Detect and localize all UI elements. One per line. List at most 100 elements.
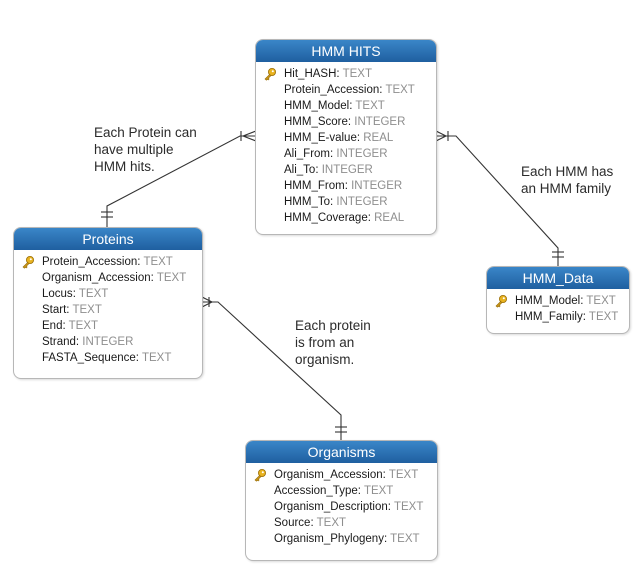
field-name: HMM_Model (284, 100, 350, 112)
field-name: HMM_To (284, 196, 331, 208)
field-type: TEXT (68, 320, 99, 332)
entity-title: Proteins (14, 228, 202, 250)
field-row[interactable]: HMM_Model: TEXT (487, 293, 629, 309)
field-name: Locus (42, 288, 73, 300)
field-row[interactable]: Organism_Accession: TEXT (246, 467, 437, 483)
field-row[interactable]: HMM_Score: INTEGER (256, 114, 436, 130)
field-name: HMM_Score (284, 116, 348, 128)
field-type: INTEGER (321, 164, 373, 176)
field-separator: : (382, 469, 389, 481)
field-name: Protein_Accession (284, 84, 380, 96)
field-separator: : (315, 164, 322, 176)
primary-key-icon (263, 67, 277, 81)
field-type: INTEGER (336, 196, 388, 208)
note-protein-hits: Each Protein can have multiple HMM hits. (94, 124, 197, 175)
field-row[interactable]: Organism_Description: TEXT (246, 499, 437, 515)
field-separator: : (387, 501, 394, 513)
field-row[interactable]: HMM_From: INTEGER (256, 178, 436, 194)
field-row[interactable]: FASTA_Sequence: TEXT (14, 350, 202, 366)
field-name: Organism_Description (274, 501, 388, 513)
field-type: TEXT (586, 295, 616, 307)
field-row[interactable]: Protein_Accession: TEXT (256, 82, 436, 98)
field-separator: : (336, 68, 343, 80)
field-separator: : (582, 311, 589, 323)
field-row[interactable]: Start: TEXT (14, 302, 202, 318)
field-name: Ali_To (284, 164, 316, 176)
field-separator: : (72, 288, 79, 300)
field-type: TEXT (78, 288, 109, 300)
field-name: Hit_HASH (284, 68, 337, 80)
note-hmm-family: Each HMM has an HMM family (521, 163, 613, 197)
field-name: Protein_Accession (42, 256, 138, 268)
field-type: REAL (374, 212, 405, 224)
entity-title: Organisms (246, 441, 437, 463)
field-name: HMM_Coverage (284, 212, 368, 224)
field-type: TEXT (143, 256, 173, 268)
field-name: HMM_Model (515, 295, 581, 307)
field-separator: : (135, 352, 142, 364)
note-line: is from an (295, 335, 355, 350)
field-type: INTEGER (82, 336, 134, 348)
field-separator: : (347, 116, 355, 128)
field-row[interactable]: HMM_Model: TEXT (256, 98, 436, 114)
field-type: TEXT (156, 272, 187, 284)
field-row[interactable]: Ali_To: INTEGER (256, 162, 436, 178)
note-line: Each protein (295, 318, 371, 333)
field-name: Accession_Type (274, 485, 358, 497)
field-name: Organism_Phylogeny (274, 533, 384, 545)
field-row[interactable]: Ali_From: INTEGER (256, 146, 436, 162)
field-row[interactable]: HMM_Coverage: REAL (256, 210, 436, 226)
field-separator: : (344, 180, 352, 192)
field-separator: : (357, 485, 364, 497)
field-row[interactable]: End: TEXT (14, 318, 202, 334)
field-separator: : (150, 272, 157, 284)
field-type: TEXT (390, 533, 420, 545)
field-separator: : (75, 336, 83, 348)
field-separator: : (383, 533, 391, 545)
field-row[interactable]: Source: TEXT (246, 515, 437, 531)
field-separator: : (349, 100, 356, 112)
field-separator: : (137, 256, 144, 268)
note-line: an HMM family (521, 181, 612, 196)
note-protein-organism: Each protein is from an organism. (295, 317, 371, 368)
field-row[interactable]: HMM_To: INTEGER (256, 194, 436, 210)
field-row[interactable]: Protein_Accession: TEXT (14, 254, 202, 270)
field-name: HMM_From (284, 180, 345, 192)
field-type: TEXT (588, 311, 619, 323)
primary-key-icon (494, 294, 508, 308)
field-name: HMM_Family (515, 311, 583, 323)
field-separator: : (379, 84, 386, 96)
field-type: TEXT (342, 68, 372, 80)
field-separator: : (330, 196, 337, 208)
field-row[interactable]: Accession_Type: TEXT (246, 483, 437, 499)
rel-hmm-hits-hmm-data (436, 135, 559, 266)
entity-title: HMM HITS (256, 40, 436, 62)
field-row[interactable]: Hit_HASH: TEXT (256, 66, 436, 82)
field-name: Source (274, 517, 311, 529)
field-type: INTEGER (354, 116, 406, 128)
field-type: TEXT (72, 304, 102, 316)
field-name: Ali_From (284, 148, 331, 160)
field-row[interactable]: Strand: INTEGER (14, 334, 202, 350)
field-row[interactable]: Organism_Phylogeny: TEXT (246, 531, 437, 547)
field-name: Organism_Accession (42, 272, 151, 284)
primary-key-icon (253, 468, 267, 482)
field-row[interactable]: Organism_Accession: TEXT (14, 270, 202, 286)
note-line: Each Protein can (94, 125, 197, 140)
field-row[interactable]: Locus: TEXT (14, 286, 202, 302)
field-row[interactable]: HMM_E-value: REAL (256, 130, 436, 146)
field-type: TEXT (355, 100, 385, 112)
field-type: TEXT (363, 485, 394, 497)
field-type: TEXT (316, 517, 347, 529)
primary-key-icon (21, 255, 35, 269)
note-line: HMM hits. (94, 159, 155, 174)
field-name: HMM_E-value (284, 132, 357, 144)
field-row[interactable]: HMM_Family: TEXT (487, 309, 629, 325)
field-separator: : (62, 320, 69, 332)
field-separator: : (367, 212, 375, 224)
